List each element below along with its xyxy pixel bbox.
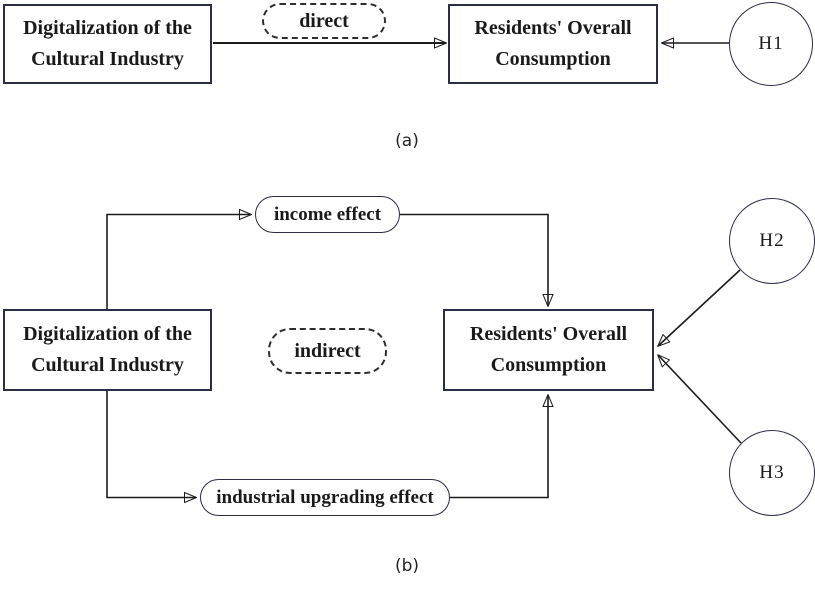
box-consumption-a: Residents' Overall Consumption bbox=[448, 4, 658, 84]
arrow-industrial-upgrading-to-consumption bbox=[450, 395, 548, 499]
circle-hypothesis-h2: H2 bbox=[729, 198, 815, 284]
box-digitalization-b: Digitalization of the Cultural Industry bbox=[3, 309, 212, 391]
pill-industrial-upgrading-effect: industrial upgrading effect bbox=[200, 479, 450, 516]
arrow-source-to-income-effect bbox=[106, 215, 251, 309]
pill-income-effect: income effect bbox=[255, 196, 400, 233]
arrow-h2-to-consumption bbox=[658, 269, 741, 346]
panel-a-caption: (a) bbox=[395, 131, 419, 151]
panel-b-caption: (b) bbox=[394, 556, 420, 576]
arrow-income-effect-to-consumption bbox=[400, 213, 548, 307]
box-consumption-b: Residents' Overall Consumption bbox=[443, 309, 654, 391]
box-digitalization-a: Digitalization of the Cultural Industry bbox=[3, 4, 212, 84]
label-direct-effect: direct bbox=[262, 3, 386, 39]
circle-hypothesis-h3: H3 bbox=[729, 430, 815, 516]
circle-hypothesis-h1: H1 bbox=[729, 2, 813, 86]
arrow-source-to-industrial-upgrading bbox=[106, 391, 196, 498]
arrow-h3-to-consumption bbox=[658, 355, 742, 444]
label-indirect-effect: indirect bbox=[268, 328, 387, 374]
